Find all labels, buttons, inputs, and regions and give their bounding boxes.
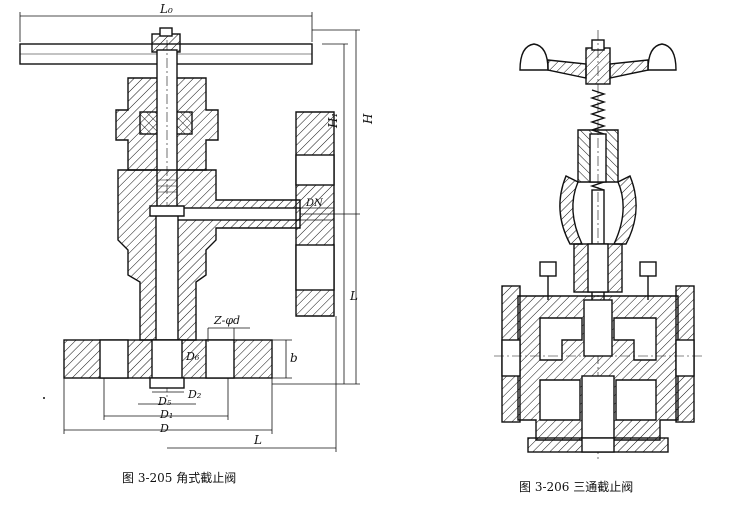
label-b: b [290, 351, 298, 365]
figure-205-caption: 图 3-205 角式截止阀 [122, 471, 237, 485]
yoke [559, 175, 584, 245]
valve-disc [149, 205, 185, 217]
angle-valve-dimensions [19, 12, 360, 452]
handwheel [519, 43, 549, 71]
three-way-valve-drawing [494, 30, 704, 460]
stray-dot [43, 397, 45, 399]
label-DN: DN [305, 198, 324, 209]
label-D2: D₂ [187, 388, 201, 401]
figure-206-caption: 图 3-206 三通截止阀 [519, 480, 634, 494]
valve-body [117, 169, 301, 341]
label-L-vertical: L [349, 289, 358, 303]
angle-valve-drawing [19, 27, 335, 400]
vertical-bore [155, 209, 179, 341]
label-D5: D₅ [157, 395, 172, 408]
label-D1: D₁ [159, 408, 173, 421]
label-D: D [159, 422, 169, 435]
label-H: H [361, 113, 375, 125]
label-H1: H₁ [326, 113, 340, 129]
label-D6: D₆ [185, 350, 200, 363]
label-bolt-holes: Z-φd [213, 314, 240, 327]
side-outlet-bore [175, 207, 301, 221]
label-L-bottom: L [253, 433, 262, 447]
angle-valve-labels: L₀ H₁ H DN L Z-φd b D₆ D₂ D₅ D₁ D L [157, 2, 375, 447]
label-L0: L₀ [159, 2, 173, 16]
